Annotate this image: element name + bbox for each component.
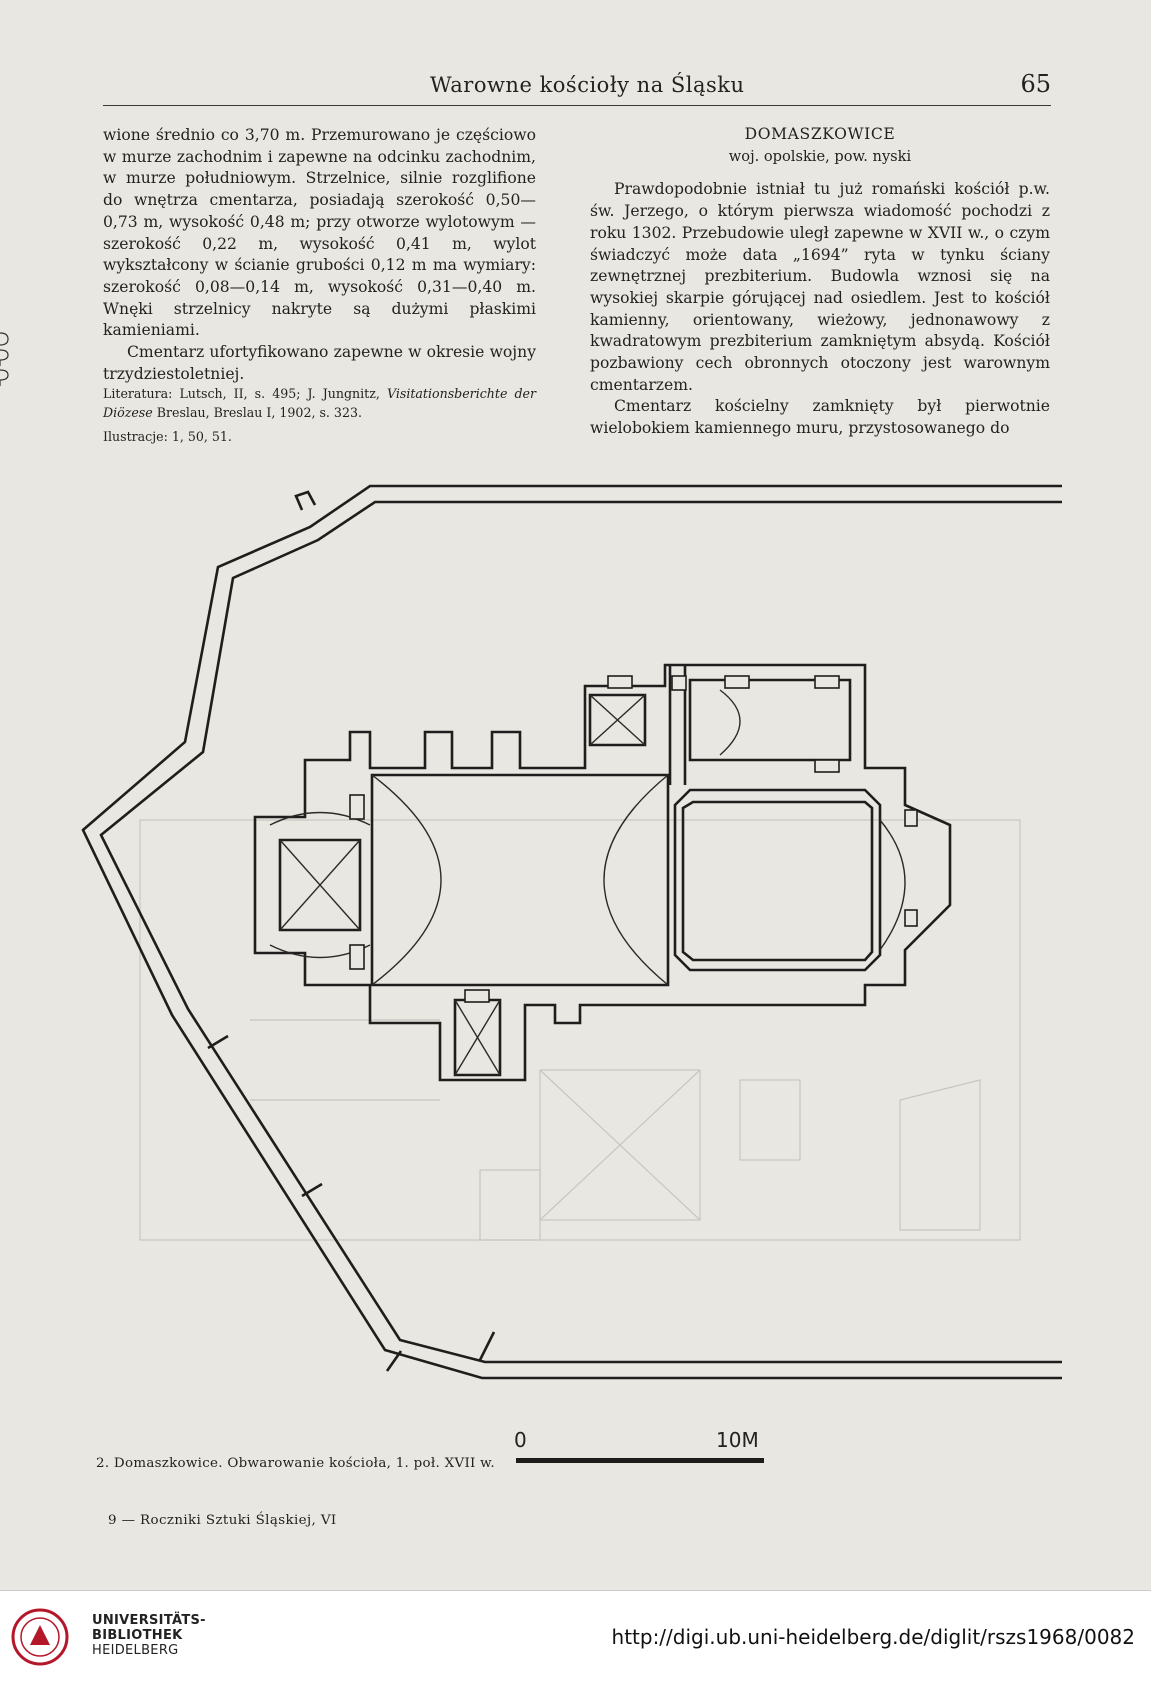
paragraph: Prawdopodobnie istniał tu już romański k… bbox=[590, 180, 1050, 394]
wall-openings bbox=[349, 675, 918, 1003]
figure-caption: 2. Domaszkowice. Obwarowanie kościoła, 1… bbox=[96, 1456, 495, 1471]
permalink[interactable]: http://digi.ub.uni-heidelberg.de/diglit/… bbox=[611, 1625, 1135, 1649]
section-subtitle: woj. opolskie, pow. nyski bbox=[728, 147, 912, 165]
illustrations-note: Ilustracje: 1, 50, 51. bbox=[103, 428, 232, 444]
church-fortification-plan bbox=[81, 484, 1062, 1380]
library-name: UNIVERSITÄTS- BIBLIOTHEK HEIDELBERG bbox=[92, 1613, 206, 1658]
university-seal-icon bbox=[11, 1608, 69, 1666]
cemetery-wall bbox=[81, 484, 1062, 1380]
vault-lines bbox=[269, 689, 906, 1076]
header-rule bbox=[103, 105, 1051, 106]
left-column: wione średnio co 3,70 m. Przemurowano je… bbox=[103, 125, 536, 446]
scale-bar-line bbox=[516, 1458, 764, 1463]
literature-note: Literatura: Lutsch, II, s. 495; J. Jungn… bbox=[103, 385, 536, 421]
header-title: Warowne kościoły na Śląsku bbox=[430, 73, 745, 97]
page-number: 65 bbox=[1020, 70, 1051, 98]
footnote: 9 — Roczniki Sztuki Śląskiej, VI bbox=[108, 1513, 337, 1528]
section-title: DOMASZKOWICE bbox=[744, 125, 896, 143]
bleed-through-ghost-drawing bbox=[139, 819, 1021, 1241]
scale-bar: 0 10M bbox=[514, 1428, 764, 1468]
scanned-page: Warowne kościoły na Śląsku 65 wione śred… bbox=[0, 70, 1062, 1528]
paragraph: Cmentarz ufortyfikowano zapewne w okresi… bbox=[103, 343, 536, 383]
viewer-footer: UNIVERSITÄTS- BIBLIOTHEK HEIDELBERG http… bbox=[0, 1590, 1151, 1682]
scale-label-ten: 10M bbox=[716, 1428, 759, 1452]
church-outline bbox=[253, 663, 952, 1082]
literature-title: Visitationsberichte der Diözese bbox=[103, 386, 536, 420]
right-column: DOMASZKOWICE woj. opolskie, pow. nyski P… bbox=[590, 124, 1050, 440]
scale-label-zero: 0 bbox=[514, 1428, 527, 1452]
running-header: Warowne kościoły na Śląsku 65 bbox=[103, 70, 1051, 110]
paragraph: wione średnio co 3,70 m. Przemurowano je… bbox=[103, 126, 536, 340]
literature-rest: Breslau, Breslau I, 1902, s. 323. bbox=[156, 404, 362, 420]
margin-marks bbox=[0, 332, 9, 386]
literature-label: Literatura: Lutsch, II, s. 495; J. Jungn… bbox=[103, 386, 380, 402]
paragraph: Cmentarz kościelny zamknięty był pierwot… bbox=[590, 397, 1050, 438]
